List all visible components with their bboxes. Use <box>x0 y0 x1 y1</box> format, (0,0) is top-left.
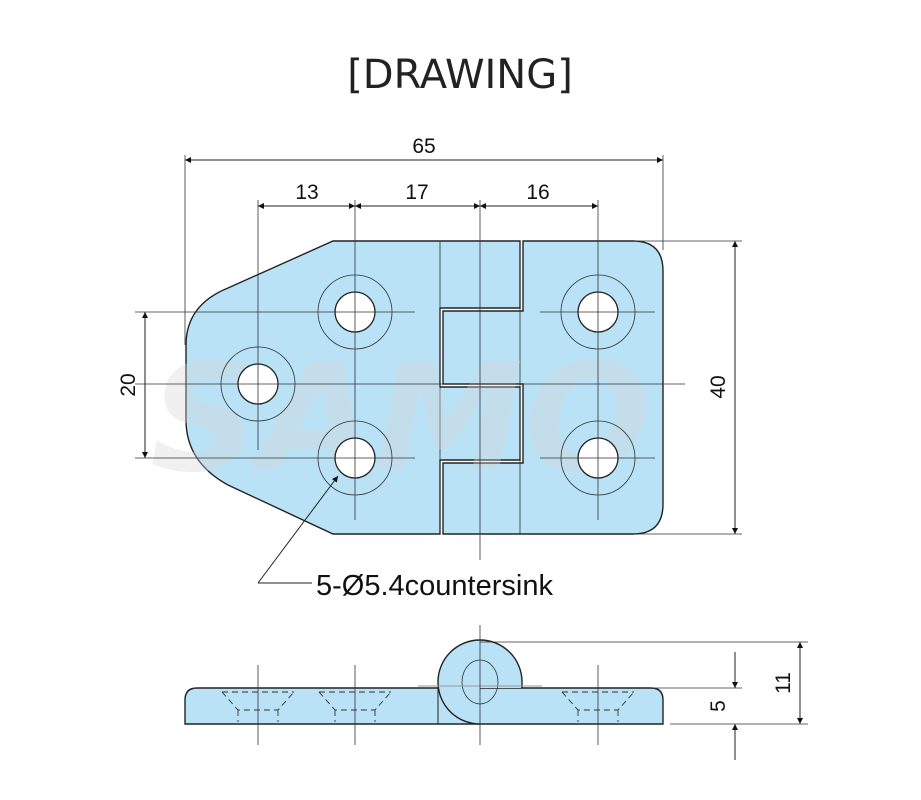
hinge-side-view <box>184 625 808 745</box>
dimension-spacing: 13 17 16 <box>258 181 598 209</box>
dimension-knuckle-height: 11 <box>772 642 803 724</box>
knuckle <box>437 640 522 725</box>
svg-text:65: 65 <box>412 135 435 158</box>
svg-text:11: 11 <box>772 672 795 694</box>
dimension-overall-height: 40 <box>707 241 738 534</box>
svg-text:40: 40 <box>707 375 730 398</box>
center-lines <box>135 155 742 560</box>
svg-text:5: 5 <box>707 700 730 712</box>
hinge-top-view: SAMO <box>135 155 742 560</box>
dimension-17: 17 <box>405 181 428 204</box>
side-leaves <box>184 687 664 725</box>
watermark-logo: SAMO <box>150 332 651 506</box>
dimension-overall-width: 65 <box>185 135 663 163</box>
dimension-thickness: 5 <box>707 652 738 760</box>
hole-callout: 5-Ø5.4countersink <box>257 475 553 602</box>
dimension-16: 16 <box>526 181 549 204</box>
hole-note: 5-Ø5.4countersink <box>316 570 553 602</box>
dimension-left-pitch: 20 <box>117 312 148 458</box>
dimension-13: 13 <box>295 181 318 204</box>
svg-text:20: 20 <box>117 373 140 396</box>
drawing-title: [DRAWING] <box>347 52 573 98</box>
